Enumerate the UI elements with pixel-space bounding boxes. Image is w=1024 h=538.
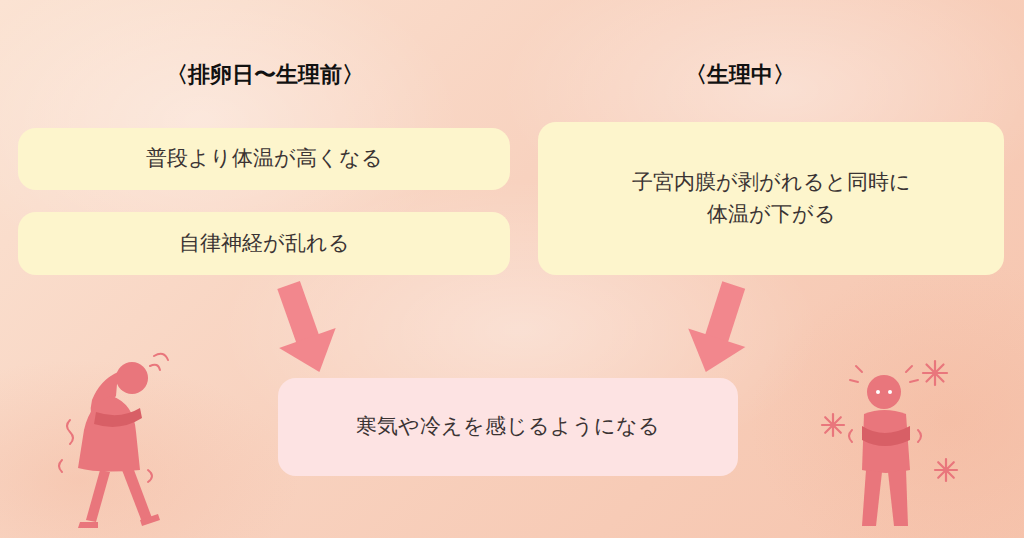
cause-box: 子宮内膜が剥がれると同時に 体温が下がる	[538, 122, 1004, 275]
section-heading: 〈排卵日〜生理前〉	[166, 60, 364, 90]
shivering-person	[862, 375, 910, 526]
box-text: 寒気や冷えを感じるようになる	[356, 411, 660, 443]
section-heading: 〈生理中〉	[685, 60, 795, 90]
shiver-lines	[849, 366, 921, 442]
face-marks	[876, 390, 892, 394]
result-box: 寒気や冷えを感じるようになる	[278, 378, 738, 476]
box-text: 子宮内膜が剥がれると同時に 体温が下がる	[629, 167, 914, 230]
arrow-shaft	[289, 285, 308, 340]
box-text: 自律神経が乱れる	[179, 228, 350, 260]
cause-box: 普段より体温が高くなる	[18, 128, 510, 190]
arrow-head	[279, 328, 336, 372]
shiver-lines	[59, 354, 168, 482]
arrow-shaft	[716, 285, 734, 340]
arrow-head	[688, 329, 745, 372]
block-arrow	[279, 285, 336, 372]
snowflake-icons	[822, 361, 957, 481]
block-arrow	[688, 285, 745, 372]
shivering-woman	[78, 362, 160, 528]
box-text: 普段より体温が高くなる	[146, 143, 383, 175]
cause-box: 自律神経が乱れる	[18, 212, 510, 275]
